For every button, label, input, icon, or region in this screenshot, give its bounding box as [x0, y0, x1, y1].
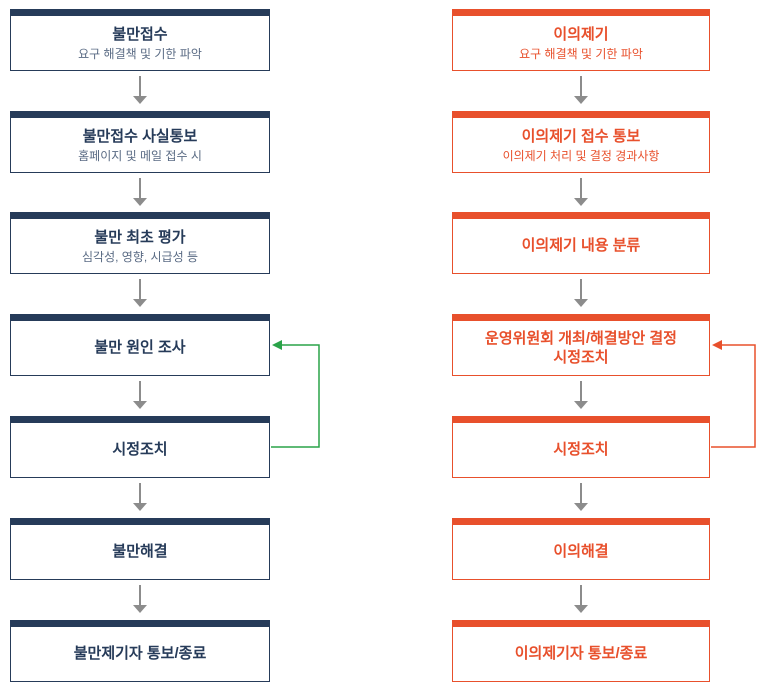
flow-step-complaint-notify: 불만접수 사실통보 홈페이지 및 메일 접수 시: [10, 111, 270, 173]
arrow-down-icon: [574, 483, 588, 511]
flow-step-complaint-initial-eval: 불만 최초 평가 심각성, 영향, 시급성 등: [10, 212, 270, 274]
flow-step-title: 이의제기: [553, 25, 609, 43]
feedback-arrow-icon: [711, 340, 756, 448]
arrow-down-icon: [574, 279, 588, 307]
flow-step-title: 이의제기자 통보/종료: [514, 645, 648, 663]
flow-step-title: 불만접수 사실통보: [82, 127, 198, 145]
flow-step-title: 이의제기 접수 통보: [521, 127, 641, 145]
arrow-down-icon: [574, 178, 588, 206]
flow-step-title: 불만 최초 평가: [94, 228, 186, 246]
flow-step-subtitle: 홈페이지 및 메일 접수 시: [78, 149, 202, 164]
flow-step-appeal-filing: 이의제기 요구 해결책 및 기한 파악: [452, 9, 710, 71]
flow-step-complaint-close: 불만제기자 통보/종료: [10, 620, 270, 682]
flow-step-appeal-corrective-action: 시정조치: [452, 416, 710, 478]
flow-step-complaint-cause-investigation: 불만 원인 조사: [10, 314, 270, 376]
flow-step-appeal-close: 이의제기자 통보/종료: [452, 620, 710, 682]
flow-step-title: 시정조치: [112, 441, 168, 459]
flow-step-appeal-committee-decision: 운영위원회 개최/해결방안 결정 시정조치: [452, 314, 710, 376]
arrow-down-icon: [133, 76, 147, 104]
flow-step-title: 이의해결: [553, 543, 609, 561]
arrow-down-icon: [133, 381, 147, 409]
flow-step-subtitle: 요구 해결책 및 기한 파악: [519, 47, 643, 62]
flow-step-title-line2: 시정조치: [553, 349, 609, 366]
flow-step-title: 불만접수: [112, 25, 168, 43]
flow-step-complaint-resolution: 불만해결: [10, 518, 270, 580]
flow-step-title: 이의제기 내용 분류: [521, 237, 641, 255]
flow-step-title: 불만제기자 통보/종료: [73, 645, 207, 663]
arrow-down-icon: [133, 178, 147, 206]
flow-step-title: 시정조치: [553, 441, 609, 459]
flow-step-appeal-receipt-notify: 이의제기 접수 통보 이의제기 처리 및 결정 경과사항: [452, 111, 710, 173]
arrow-down-icon: [133, 585, 147, 613]
flow-step-appeal-resolution: 이의해결: [452, 518, 710, 580]
flow-step-complaint-corrective-action: 시정조치: [10, 416, 270, 478]
feedback-arrow-icon: [271, 340, 320, 448]
flow-step-subtitle: 요구 해결책 및 기한 파악: [78, 47, 202, 62]
flow-step-subtitle: 이의제기 처리 및 결정 경과사항: [502, 149, 660, 164]
arrow-down-icon: [574, 76, 588, 104]
flow-step-title: 운영위원회 개최/해결방안 결정: [485, 329, 677, 347]
arrow-down-icon: [574, 585, 588, 613]
flow-step-subtitle: 심각성, 영향, 시급성 등: [81, 250, 199, 265]
arrow-down-icon: [574, 381, 588, 409]
flow-step-title: 불만해결: [112, 543, 168, 561]
arrow-down-icon: [133, 279, 147, 307]
flow-step-title: 불만 원인 조사: [94, 339, 186, 357]
flow-step-complaint-intake: 불만접수 요구 해결책 및 기한 파악: [10, 9, 270, 71]
arrow-down-icon: [133, 483, 147, 511]
flow-step-appeal-classification: 이의제기 내용 분류: [452, 212, 710, 274]
